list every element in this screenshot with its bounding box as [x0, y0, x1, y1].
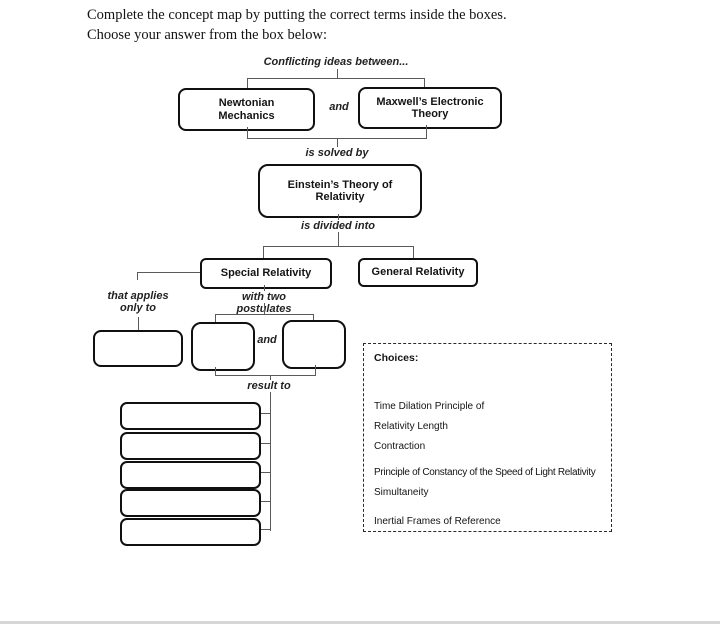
label-conflicting-ideas: Conflicting ideas between... — [263, 56, 409, 68]
choice-item[interactable]: Simultaneity — [374, 487, 429, 498]
choice-item[interactable]: Time Dilation Principle of — [374, 401, 485, 412]
connector-line — [257, 413, 270, 414]
connector-line — [270, 392, 271, 531]
box-einsteins-theory-of-relativity: Einstein’s Theory of Relativity — [258, 164, 422, 218]
connector-line — [426, 125, 427, 138]
label-that-applies-only-to: that applies only to — [107, 290, 169, 314]
answer-box-result-4[interactable] — [120, 489, 261, 517]
connector-line — [137, 272, 200, 273]
choice-item[interactable]: Inertial Frames of Reference — [374, 516, 501, 527]
box-maxwells-electronic-theory: Maxwell’s Electronic Theory — [358, 87, 502, 129]
box-newtonian-mechanics: Newtonian Mechanics — [178, 88, 315, 131]
box-general-relativity: General Relativity — [358, 258, 478, 287]
instructions-line-1: Complete the concept map by putting the … — [87, 7, 507, 23]
answer-box-result-3[interactable] — [120, 461, 261, 489]
connector-line — [337, 138, 338, 147]
connector-line — [215, 314, 313, 315]
answer-box-postulate-2[interactable] — [282, 320, 346, 369]
answer-box-postulate-1[interactable] — [191, 322, 255, 371]
connector-line — [263, 246, 264, 258]
choice-item[interactable]: Contraction — [374, 441, 426, 452]
connector-line — [315, 365, 316, 375]
label-is-solved-by: is solved by — [305, 147, 369, 159]
connector-line — [137, 272, 138, 280]
answer-box-result-1[interactable] — [120, 402, 261, 430]
connector-line — [338, 214, 339, 220]
connector-line — [338, 232, 339, 246]
box-label: Maxwell’s Electronic Theory — [376, 95, 484, 121]
choices-title: Choices: — [374, 352, 419, 364]
connector-line — [313, 314, 314, 321]
connector-line — [247, 127, 248, 138]
connector-line — [424, 78, 425, 87]
choices-panel: Choices: Time Dilation Principle of Rela… — [363, 343, 612, 532]
answer-box-result-2[interactable] — [120, 432, 261, 460]
connector-line — [264, 285, 265, 291]
box-label: Einstein’s Theory of Relativity — [287, 178, 393, 204]
connector-line — [215, 367, 216, 375]
label-and-1: and — [329, 101, 349, 113]
answer-box-result-5[interactable] — [120, 518, 261, 546]
box-label: Special Relativity — [220, 267, 312, 280]
choice-item[interactable]: Principle of Constancy of the Speed of L… — [374, 467, 596, 478]
answer-box-applies-to[interactable] — [93, 330, 183, 367]
connector-line — [257, 443, 270, 444]
bottom-divider — [0, 621, 720, 624]
label-and-2: and — [257, 334, 277, 346]
connector-line — [257, 501, 270, 502]
instructions-line-2: Choose your answer from the box below: — [87, 26, 328, 43]
connector-line — [264, 303, 265, 314]
choice-item[interactable]: Relativity Length — [374, 421, 448, 432]
label-with-two-postulates: with two postulates — [236, 291, 291, 315]
connector-line — [337, 69, 338, 78]
connector-line — [413, 246, 414, 258]
connector-line — [138, 317, 139, 330]
connector-line — [215, 314, 216, 322]
label-is-divided-into: is divided into — [301, 220, 375, 232]
connector-line — [270, 375, 271, 380]
connector-line — [263, 246, 414, 247]
connector-line — [215, 375, 316, 376]
box-special-relativity: Special Relativity — [200, 258, 332, 289]
label-result-to: result to — [247, 380, 291, 392]
connector-line — [257, 529, 270, 530]
box-label: Newtonian Mechanics — [218, 97, 275, 122]
box-label: General Relativity — [371, 266, 465, 279]
connector-line — [257, 472, 270, 473]
instructions: Complete the concept map by putting the … — [87, 6, 507, 45]
connector-line — [247, 78, 425, 79]
connector-line — [247, 78, 248, 88]
